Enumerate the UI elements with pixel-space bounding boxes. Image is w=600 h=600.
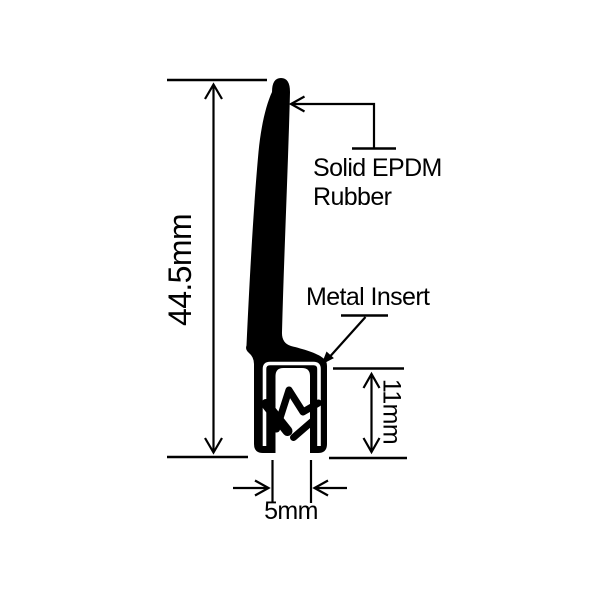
- grip-width-dimension: 5mm: [233, 460, 347, 525]
- gripper-finger-right: [290, 418, 316, 441]
- material-callout: Solid EPDM Rubber: [288, 95, 442, 211]
- overall-height-label: 44.5mm: [162, 214, 198, 326]
- arrowhead-down-icon: [204, 437, 223, 455]
- arrowhead-right-icon: [254, 479, 271, 497]
- arrowhead-up-icon: [204, 82, 223, 100]
- material-label-line2: Rubber: [313, 183, 392, 211]
- overall-height-dimension: 44.5mm: [162, 78, 267, 459]
- rubber-blade-and-clamp-silhouette: [246, 78, 327, 453]
- arrowhead-up-icon: [362, 371, 381, 389]
- seal-profile: [246, 78, 327, 457]
- arrowhead-left-icon: [312, 479, 329, 497]
- gripper-finger-chevron: [273, 386, 322, 433]
- metal-insert-line: [262, 361, 321, 446]
- metal-insert-callout: Metal Insert: [306, 283, 431, 365]
- leader-line: [291, 102, 376, 149]
- metal-insert-label: Metal Insert: [306, 283, 430, 311]
- arrowhead-down-icon: [362, 437, 381, 455]
- material-label-line1: Solid EPDM: [313, 154, 442, 182]
- arrowhead-diagonal-icon: [321, 351, 334, 365]
- clamp-height-dimension: 11mm: [329, 367, 407, 460]
- grip-width-label: 5mm: [264, 497, 318, 525]
- clamp-height-label: 11mm: [378, 379, 406, 444]
- leader-diagonal-line: [325, 316, 367, 362]
- arrowhead-left-icon: [288, 95, 306, 113]
